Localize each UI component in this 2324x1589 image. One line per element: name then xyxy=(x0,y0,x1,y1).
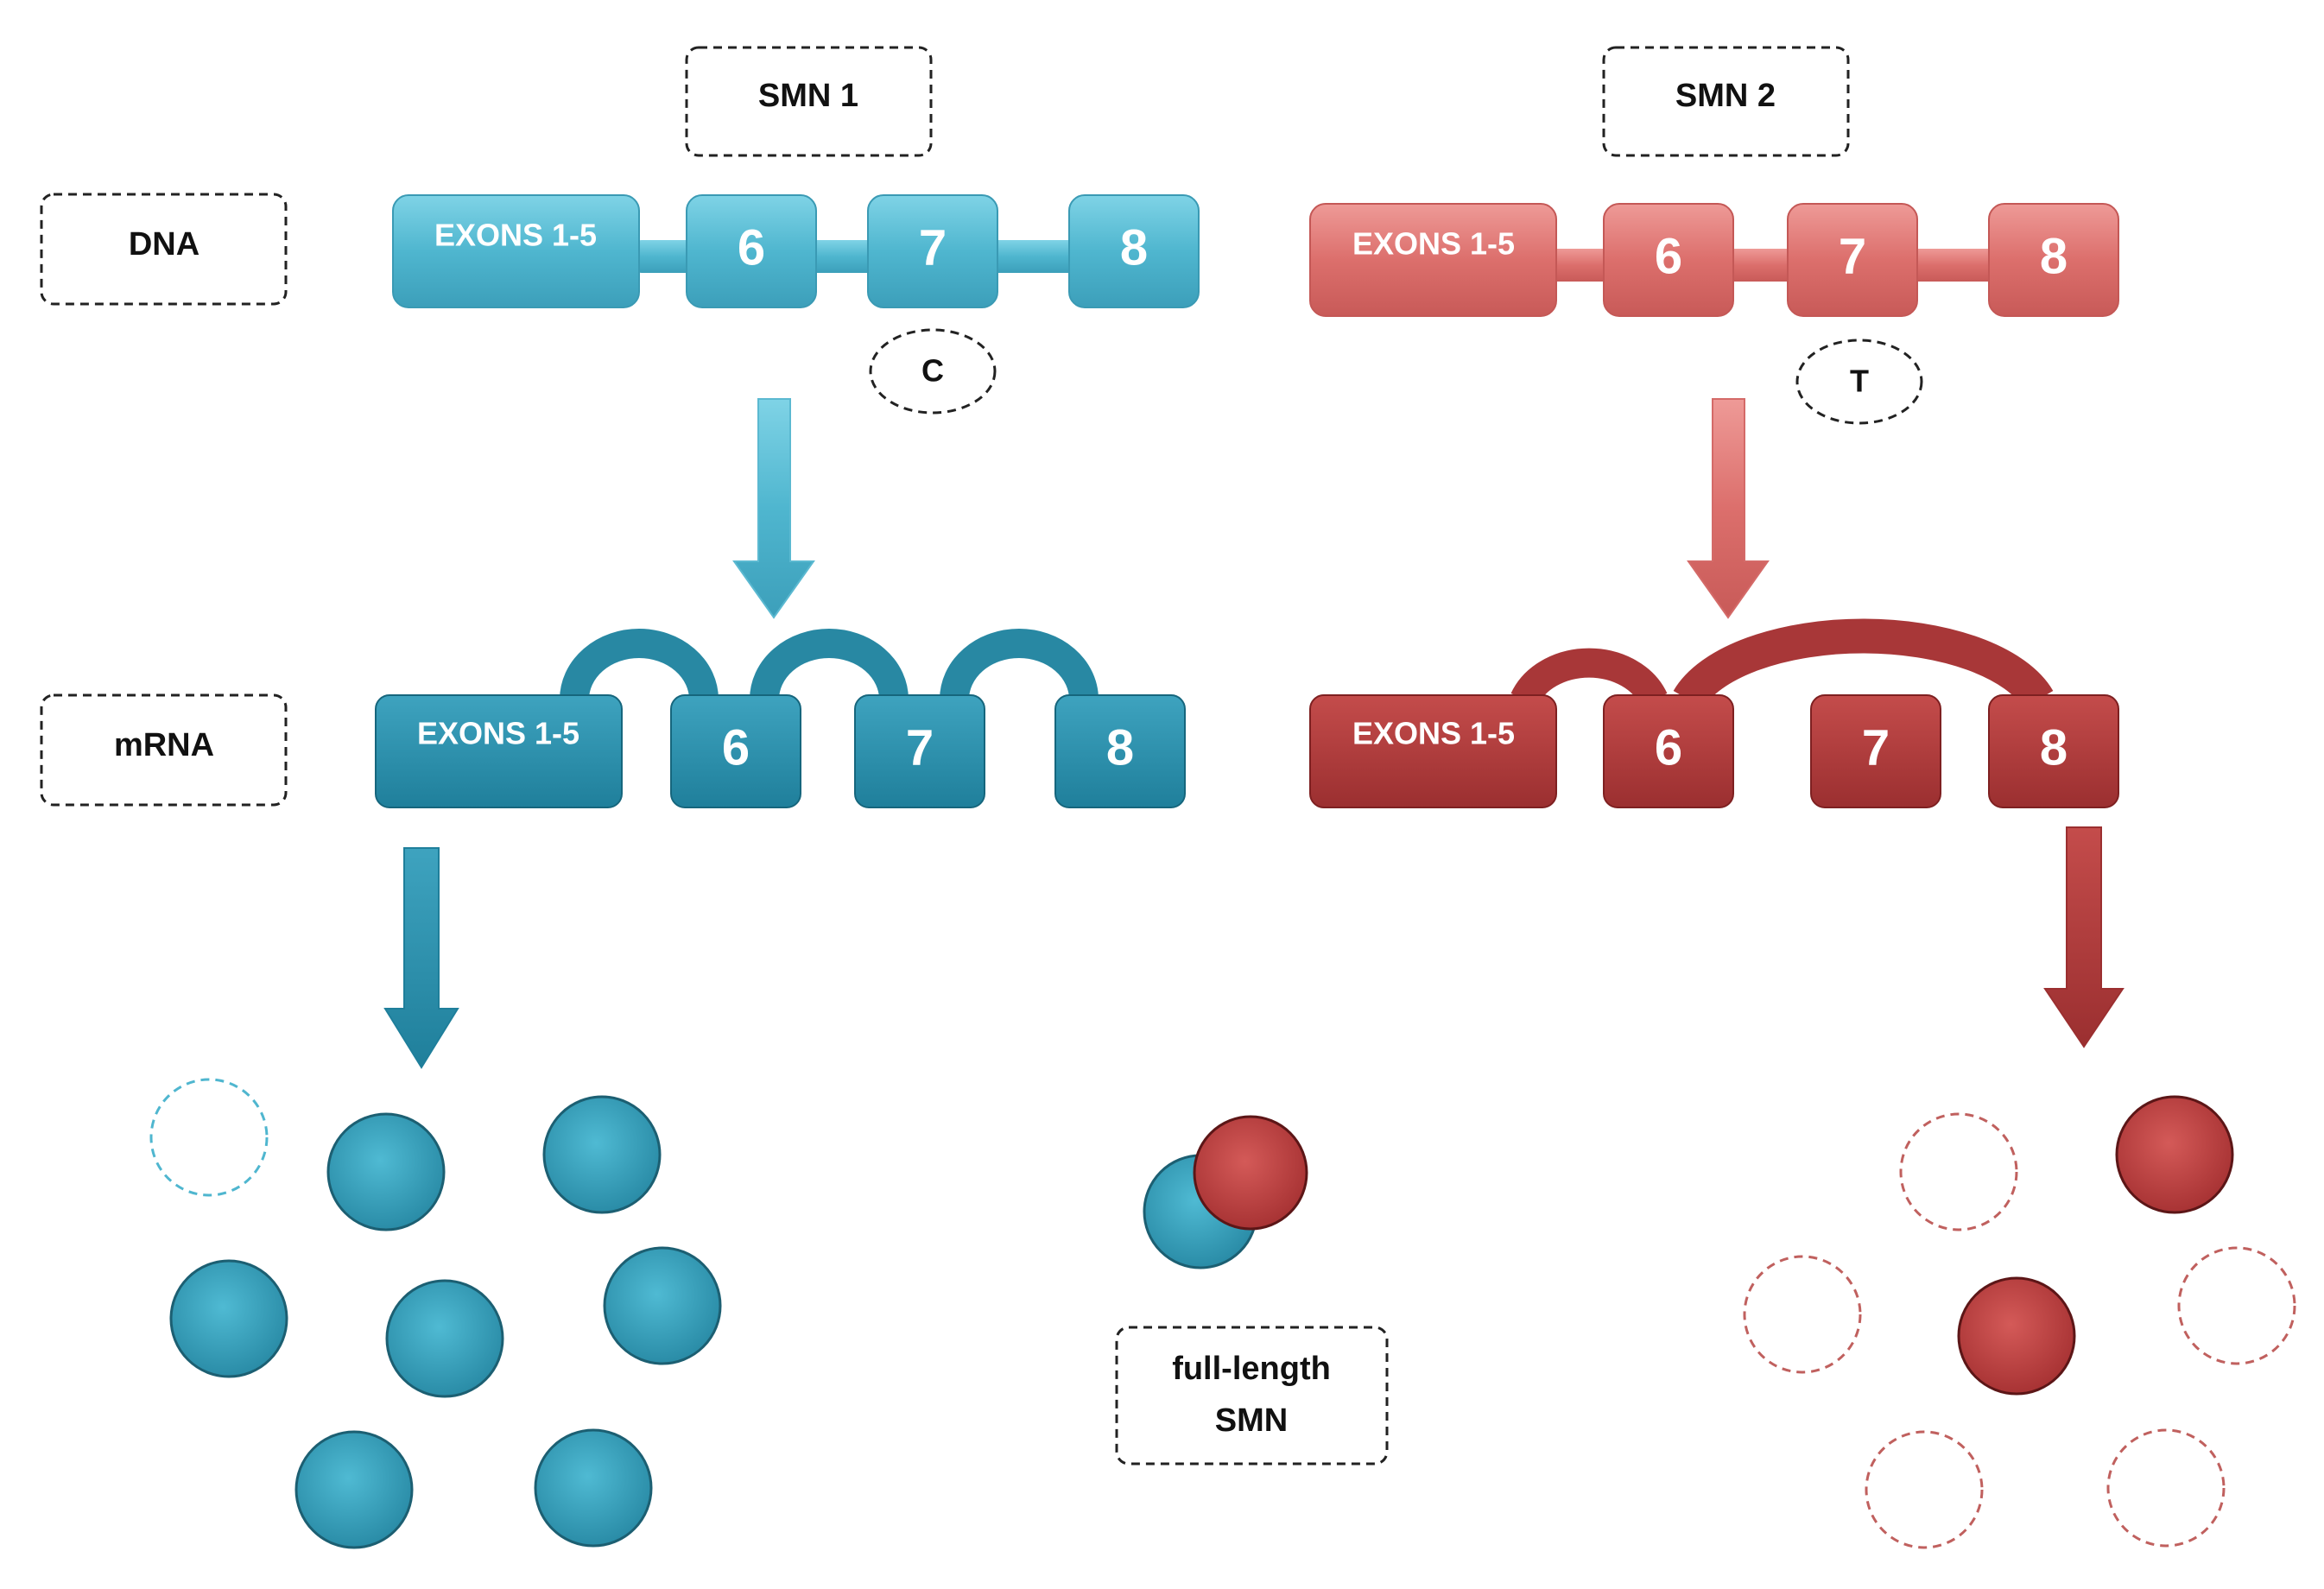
smn2-splice-arc-1 xyxy=(1510,648,1668,706)
smn2-label: SMN 2 xyxy=(1675,78,1776,114)
svg-text:EXONS 1-5: EXONS 1-5 xyxy=(1352,226,1515,262)
smn2-protein xyxy=(2115,1095,2234,1214)
smn1-mrna-exon-7: 7 xyxy=(854,694,985,808)
smn1-nucleotide-marker: C xyxy=(869,328,997,415)
smn2-mrna-exon-8: 8 xyxy=(1988,694,2119,808)
svg-text:8: 8 xyxy=(2040,719,2068,776)
mrna-label: mRNA xyxy=(114,727,214,763)
smn2-label-box: SMN 2 xyxy=(1602,46,1850,157)
smn1-protein xyxy=(294,1430,414,1549)
smn1-label: SMN 1 xyxy=(758,78,858,114)
full-length-smn-red-protein xyxy=(1193,1115,1308,1231)
smn1-splice-arc-3 xyxy=(940,629,1099,700)
smn1-mrna-exon-6: 6 xyxy=(670,694,801,808)
smn1-mrna-exon-8: 8 xyxy=(1054,694,1186,808)
full-length-label-line1: full-length xyxy=(1172,1351,1331,1387)
svg-text:6: 6 xyxy=(1655,719,1682,776)
smn2-mrna-exon-7: 7 xyxy=(1810,694,1941,808)
smn2-dna-exon-7: 7 xyxy=(1787,203,1918,317)
svg-text:EXONS 1-5: EXONS 1-5 xyxy=(434,218,597,253)
full-length-label-line2: SMN xyxy=(1215,1402,1288,1439)
svg-text:7: 7 xyxy=(1862,719,1890,776)
full-length-smn-legend: full-length SMN xyxy=(1115,1115,1389,1466)
smn2-missing-protein xyxy=(2106,1428,2226,1548)
svg-text:7: 7 xyxy=(919,219,947,275)
smn1-dna-exon-7: 7 xyxy=(867,194,998,308)
smn1-splice-arc-1 xyxy=(560,629,719,700)
svg-text:7: 7 xyxy=(1839,228,1866,284)
smn1-dna-gene: EXONS 1-5 6 7 8 xyxy=(392,194,1200,308)
svg-text:8: 8 xyxy=(2040,228,2068,284)
smn1-dna-exon-8: 8 xyxy=(1068,194,1200,308)
smn1-nucleotide: C xyxy=(921,353,944,389)
dna-label-box: DNA xyxy=(40,193,288,306)
smn2-dna-gene: EXONS 1-5 6 7 8 xyxy=(1309,203,2119,317)
smn2-missing-protein xyxy=(1899,1112,2018,1231)
smn1-protein-cluster xyxy=(149,1078,722,1549)
dna-label: DNA xyxy=(129,226,199,263)
svg-text:6: 6 xyxy=(1655,228,1682,284)
smn2-dna-exon-8: 8 xyxy=(1988,203,2119,317)
smn2-dna-exon-6: 6 xyxy=(1603,203,1734,317)
smn2-mrna: EXONS 1-5 6 7 8 xyxy=(1309,618,2119,808)
smn1-protein xyxy=(385,1279,504,1398)
smn2-missing-protein xyxy=(1865,1430,1984,1549)
svg-text:8: 8 xyxy=(1106,719,1134,776)
smn1-mrna: EXONS 1-5 6 7 8 xyxy=(375,629,1186,808)
smn1-label-box: SMN 1 xyxy=(685,46,933,157)
svg-text:7: 7 xyxy=(906,719,934,776)
smn1-dna-exon-6: 6 xyxy=(686,194,817,308)
smn1-dna-exon-1-5: EXONS 1-5 xyxy=(392,194,640,308)
smn2-missing-protein xyxy=(2177,1246,2296,1365)
svg-text:EXONS 1-5: EXONS 1-5 xyxy=(417,716,579,751)
smn2-dna-exon-1-5: EXONS 1-5 xyxy=(1309,203,1557,317)
smn2-translation-arrow xyxy=(2043,826,2125,1048)
smn1-translation-arrow xyxy=(383,847,459,1069)
smn1-splice-arc-2 xyxy=(750,629,909,700)
smn2-splice-arc-skip-7 xyxy=(1673,618,2054,709)
smn1-transcription-arrow xyxy=(732,398,815,619)
smn2-nucleotide-marker: T xyxy=(1795,339,1923,425)
smn1-protein xyxy=(326,1112,446,1231)
smn2-mrna-exon-1-5: EXONS 1-5 xyxy=(1309,694,1557,808)
mrna-label-box: mRNA xyxy=(40,693,288,807)
smn2-protein-cluster xyxy=(1743,1095,2296,1549)
svg-text:EXONS 1-5: EXONS 1-5 xyxy=(1352,716,1515,751)
smn1-protein xyxy=(169,1259,288,1378)
smn1-protein xyxy=(542,1095,662,1214)
smn1-mrna-exon-1-5: EXONS 1-5 xyxy=(375,694,623,808)
svg-text:8: 8 xyxy=(1120,219,1148,275)
svg-text:6: 6 xyxy=(722,719,750,776)
smn2-missing-protein xyxy=(1743,1255,1862,1374)
smn2-protein xyxy=(1957,1276,2076,1396)
smn2-mrna-exon-6: 6 xyxy=(1603,694,1734,808)
svg-text:6: 6 xyxy=(738,219,765,275)
smn1-missing-protein xyxy=(149,1078,269,1197)
smn1-protein xyxy=(603,1246,722,1365)
smn2-nucleotide: T xyxy=(1850,364,1869,399)
smn1-protein xyxy=(534,1428,653,1548)
smn2-transcription-arrow xyxy=(1687,398,1770,619)
